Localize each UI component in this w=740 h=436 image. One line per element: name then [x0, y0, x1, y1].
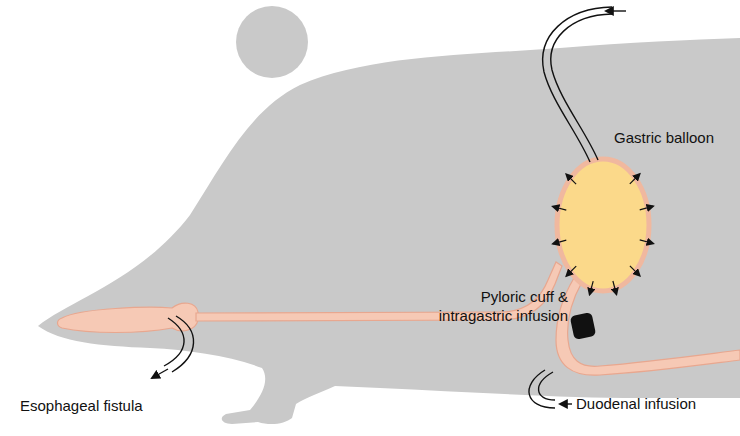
- duodenal-tube: [529, 370, 572, 408]
- part-label: Gastric balloon: [614, 128, 734, 147]
- balloon-arrow: [553, 207, 567, 211]
- balloon-arrow: [590, 281, 594, 295]
- balloon-arrows: [553, 174, 654, 295]
- balloon-arrow: [640, 206, 654, 210]
- gastric-balloon: [557, 159, 649, 291]
- balloon-arrow: [640, 240, 654, 244]
- part-label: Pyloric cuff & intragastric infusion: [410, 287, 568, 325]
- part-label: Esophageal fistula: [20, 396, 190, 415]
- balloon-arrow: [630, 266, 640, 276]
- balloon-arrow: [553, 240, 567, 244]
- balloon-arrow: [566, 266, 576, 276]
- rat-silhouette: [38, 6, 740, 424]
- balloon-arrow: [630, 174, 640, 184]
- gi-tract: [58, 262, 740, 375]
- part-label: Duodenal infusion: [576, 394, 726, 413]
- pyloric-cuff: [570, 312, 597, 340]
- balloon-tube: [543, 7, 626, 162]
- balloon-arrow: [566, 174, 576, 184]
- balloon-arrow: [613, 281, 617, 295]
- fistula-tube: [152, 316, 194, 378]
